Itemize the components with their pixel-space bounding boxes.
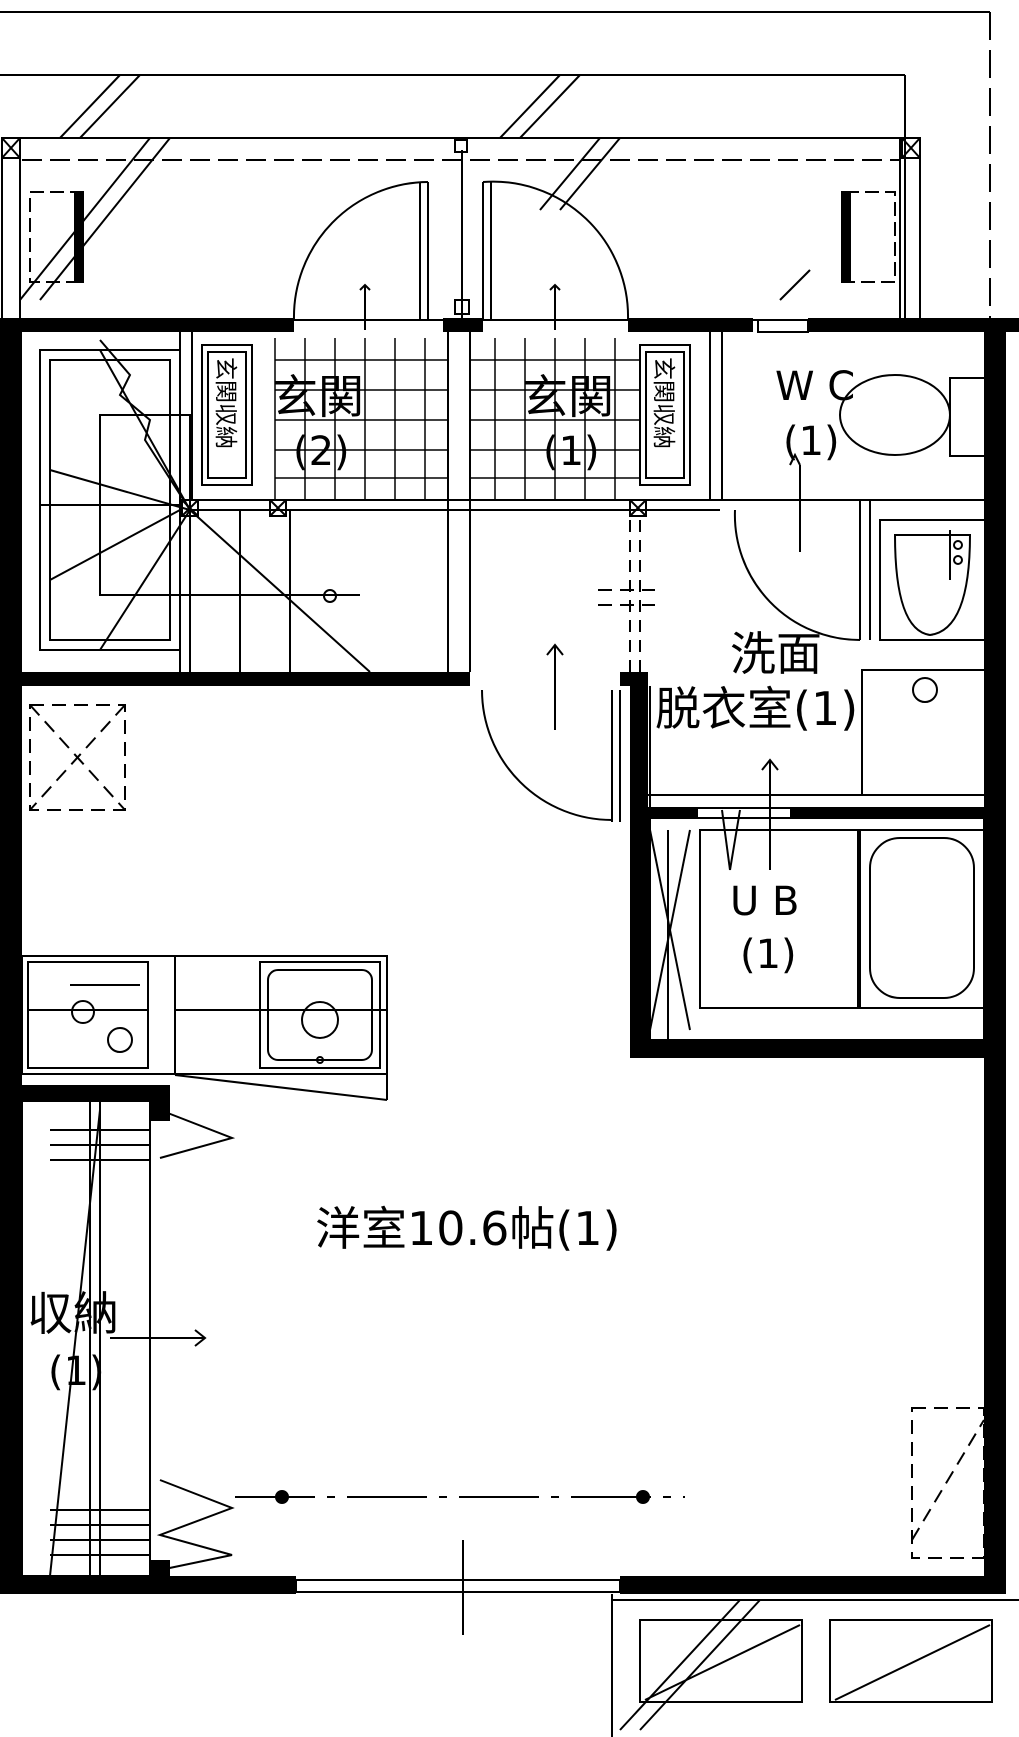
entrance1-label: 玄関 — [522, 370, 614, 424]
bath-fixtures — [649, 758, 985, 1041]
entry-door-swings — [292, 150, 630, 321]
shoe-storage-right-label: 玄関収納 — [650, 357, 676, 449]
eaves-lines — [0, 11, 991, 321]
washroom-fixtures — [598, 519, 987, 796]
storage-number: (1) — [48, 1349, 105, 1395]
bath-label: U B — [730, 879, 799, 925]
storage-label: 収納 — [27, 1287, 119, 1341]
entrance2-number: (2) — [293, 429, 350, 475]
storage-closet — [21, 1100, 236, 1577]
wc-fixtures — [733, 319, 993, 641]
curtain-rail — [235, 1490, 685, 1504]
wc-number: (1) — [783, 419, 840, 465]
dashed-openings — [29, 704, 985, 1559]
shoe-storage-left-label: 玄関収納 — [212, 357, 238, 449]
entrance2-label: 玄関 — [272, 370, 364, 424]
wc-label: W C — [775, 364, 855, 410]
kitchen-counter — [21, 955, 388, 1101]
bottom-window — [295, 1540, 1019, 1737]
entrance-arrows — [359, 283, 561, 330]
exterior-units — [29, 191, 896, 283]
staircase — [39, 339, 647, 673]
shoe-storage-boxes — [201, 344, 691, 486]
entrance1-number: (1) — [543, 429, 600, 475]
washroom-label-line1: 洗面 — [730, 627, 822, 681]
western-room-label: 洋室10.6帖(1) — [315, 1202, 621, 1256]
bath-number: (1) — [740, 932, 797, 978]
entrance-tiles — [274, 338, 640, 500]
washroom-label-line2: 脱衣室(1) — [655, 682, 858, 736]
structural-walls — [0, 318, 1019, 1594]
room-door — [481, 643, 621, 822]
